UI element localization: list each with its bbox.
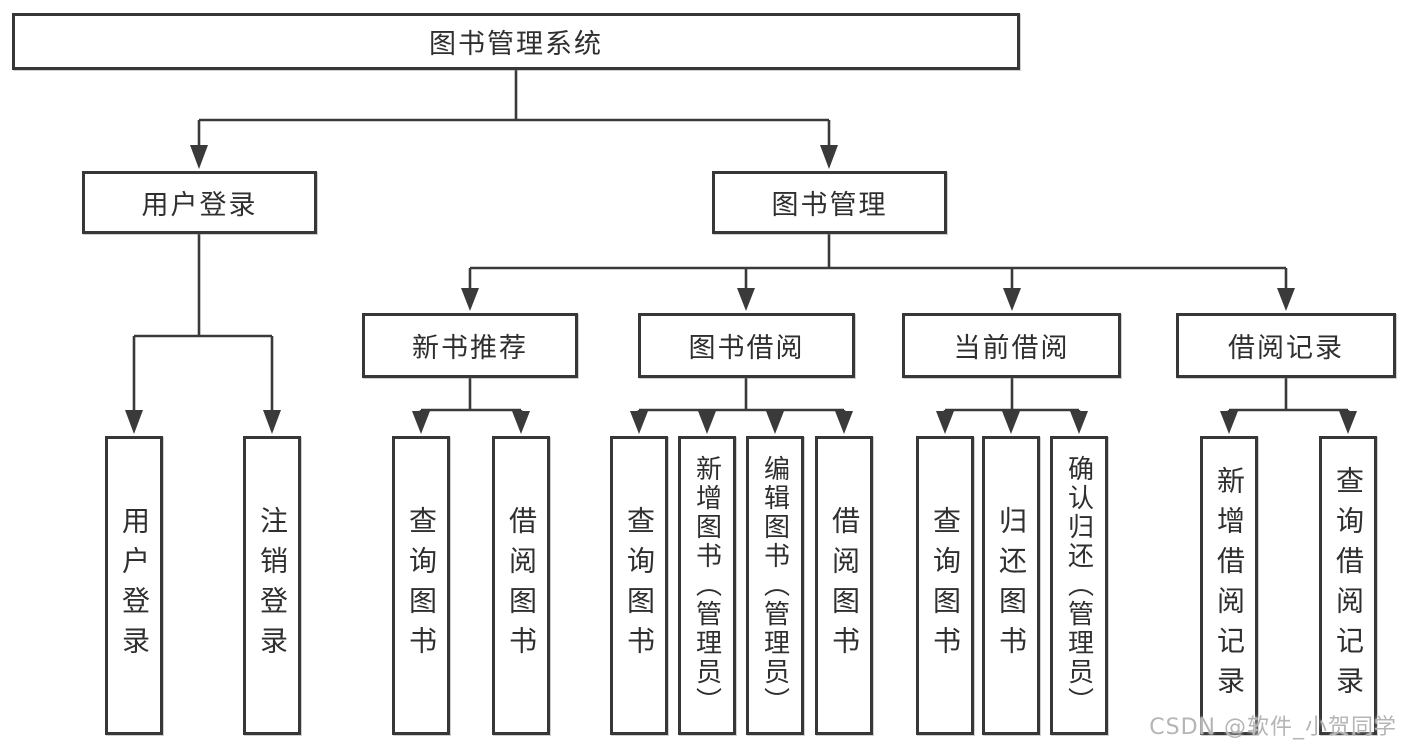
node-label: 编辑图书（管理员） (759, 455, 790, 716)
node-label: 当前借阅 (953, 333, 1070, 364)
leaf-edit-book-admin: 编辑图书（管理员） (746, 436, 804, 735)
node-label: 确认归还（管理员） (1063, 455, 1094, 716)
node-label: 图书管理系统 (429, 29, 603, 60)
node-label: 图书管理 (771, 190, 888, 221)
leaf-confirm-return-admin: 确认归还（管理员） (1050, 436, 1108, 735)
leaf-query-book-borrow: 查询图书 (610, 436, 668, 735)
leaf-user-login: 用户登录 (105, 436, 163, 735)
leaf-query-book-recommend: 查询图书 (392, 436, 450, 735)
node-label: 借阅图书 (505, 505, 538, 666)
node-label: 用户登录 (118, 505, 151, 666)
leaf-query-borrow-record: 查询借阅记录 (1319, 436, 1377, 735)
node-label: 查询图书 (405, 505, 438, 666)
node-label: 借阅记录 (1228, 333, 1344, 364)
node-label: 新增借阅记录 (1213, 465, 1246, 706)
leaf-borrow-book-recommend: 借阅图书 (492, 436, 550, 735)
node-label: 查询图书 (929, 505, 962, 666)
node-label: 图书借阅 (688, 333, 805, 364)
leaf-add-book-admin: 新增图书（管理员） (678, 436, 736, 735)
node-label: 归还图书 (995, 505, 1028, 666)
node-label: 查询借阅记录 (1332, 465, 1365, 706)
node-user-login: 用户登录 (82, 171, 317, 234)
node-label: 查询图书 (623, 505, 656, 666)
node-label: 用户登录 (141, 190, 258, 221)
node-borrowing-records: 借阅记录 (1176, 313, 1396, 378)
node-label: 借阅图书 (828, 505, 861, 666)
leaf-logout: 注销登录 (243, 436, 301, 735)
node-label: 注销登录 (256, 505, 289, 666)
leaf-return-book: 归还图书 (982, 436, 1040, 735)
leaf-borrow-book: 借阅图书 (815, 436, 873, 735)
arrowheads (125, 145, 1357, 434)
node-current-borrowing: 当前借阅 (902, 313, 1121, 378)
node-book-borrowing: 图书借阅 (638, 313, 855, 378)
node-label: 新增图书（管理员） (691, 455, 722, 716)
node-library-management-system: 图书管理系统 (12, 13, 1020, 70)
node-label: 新书推荐 (412, 333, 528, 364)
node-book-management: 图书管理 (712, 171, 947, 234)
leaf-add-borrow-record: 新增借阅记录 (1200, 436, 1258, 735)
leaf-query-book-current: 查询图书 (916, 436, 974, 735)
node-new-book-recommendation: 新书推荐 (362, 313, 578, 378)
